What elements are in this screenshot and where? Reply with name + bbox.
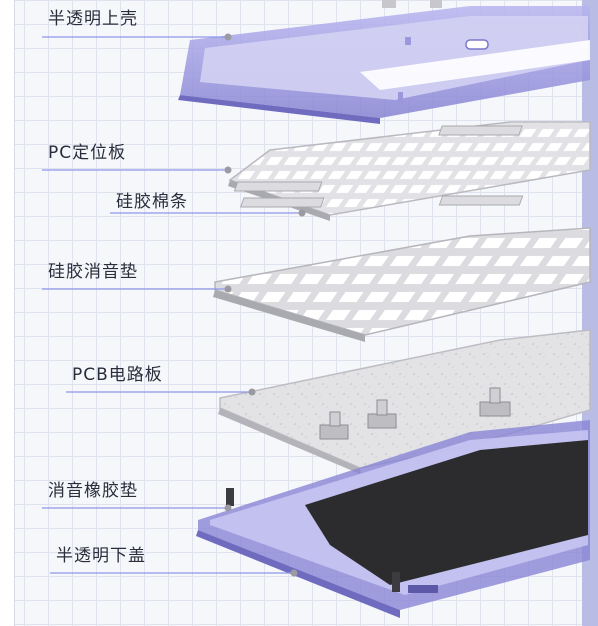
top-shell-layer	[178, 0, 590, 124]
label-pc-plate: PC定位板	[48, 143, 127, 163]
label-top-shell: 半透明上壳	[48, 9, 138, 29]
label-rubber-pad: 消音橡胶垫	[48, 481, 138, 501]
leader-lines	[42, 36, 302, 574]
silicone-foam-layer	[213, 227, 591, 342]
label-silicone-strip: 硅胶棉条	[116, 192, 188, 212]
label-silicone-foam: 硅胶消音垫	[48, 262, 138, 282]
left-border-strip	[0, 0, 15, 626]
label-bottom-case: 半透明下盖	[56, 546, 146, 566]
switch-stabilizer-1	[319, 411, 349, 440]
silicone-strip-layer	[233, 125, 524, 208]
bottom-case-layer	[196, 420, 590, 618]
switch-stabilizer-2	[367, 399, 397, 429]
label-pcb: PCB电路板	[72, 365, 163, 385]
switch-stabilizer-3	[479, 387, 511, 417]
leader-dots	[224, 33, 306, 577]
